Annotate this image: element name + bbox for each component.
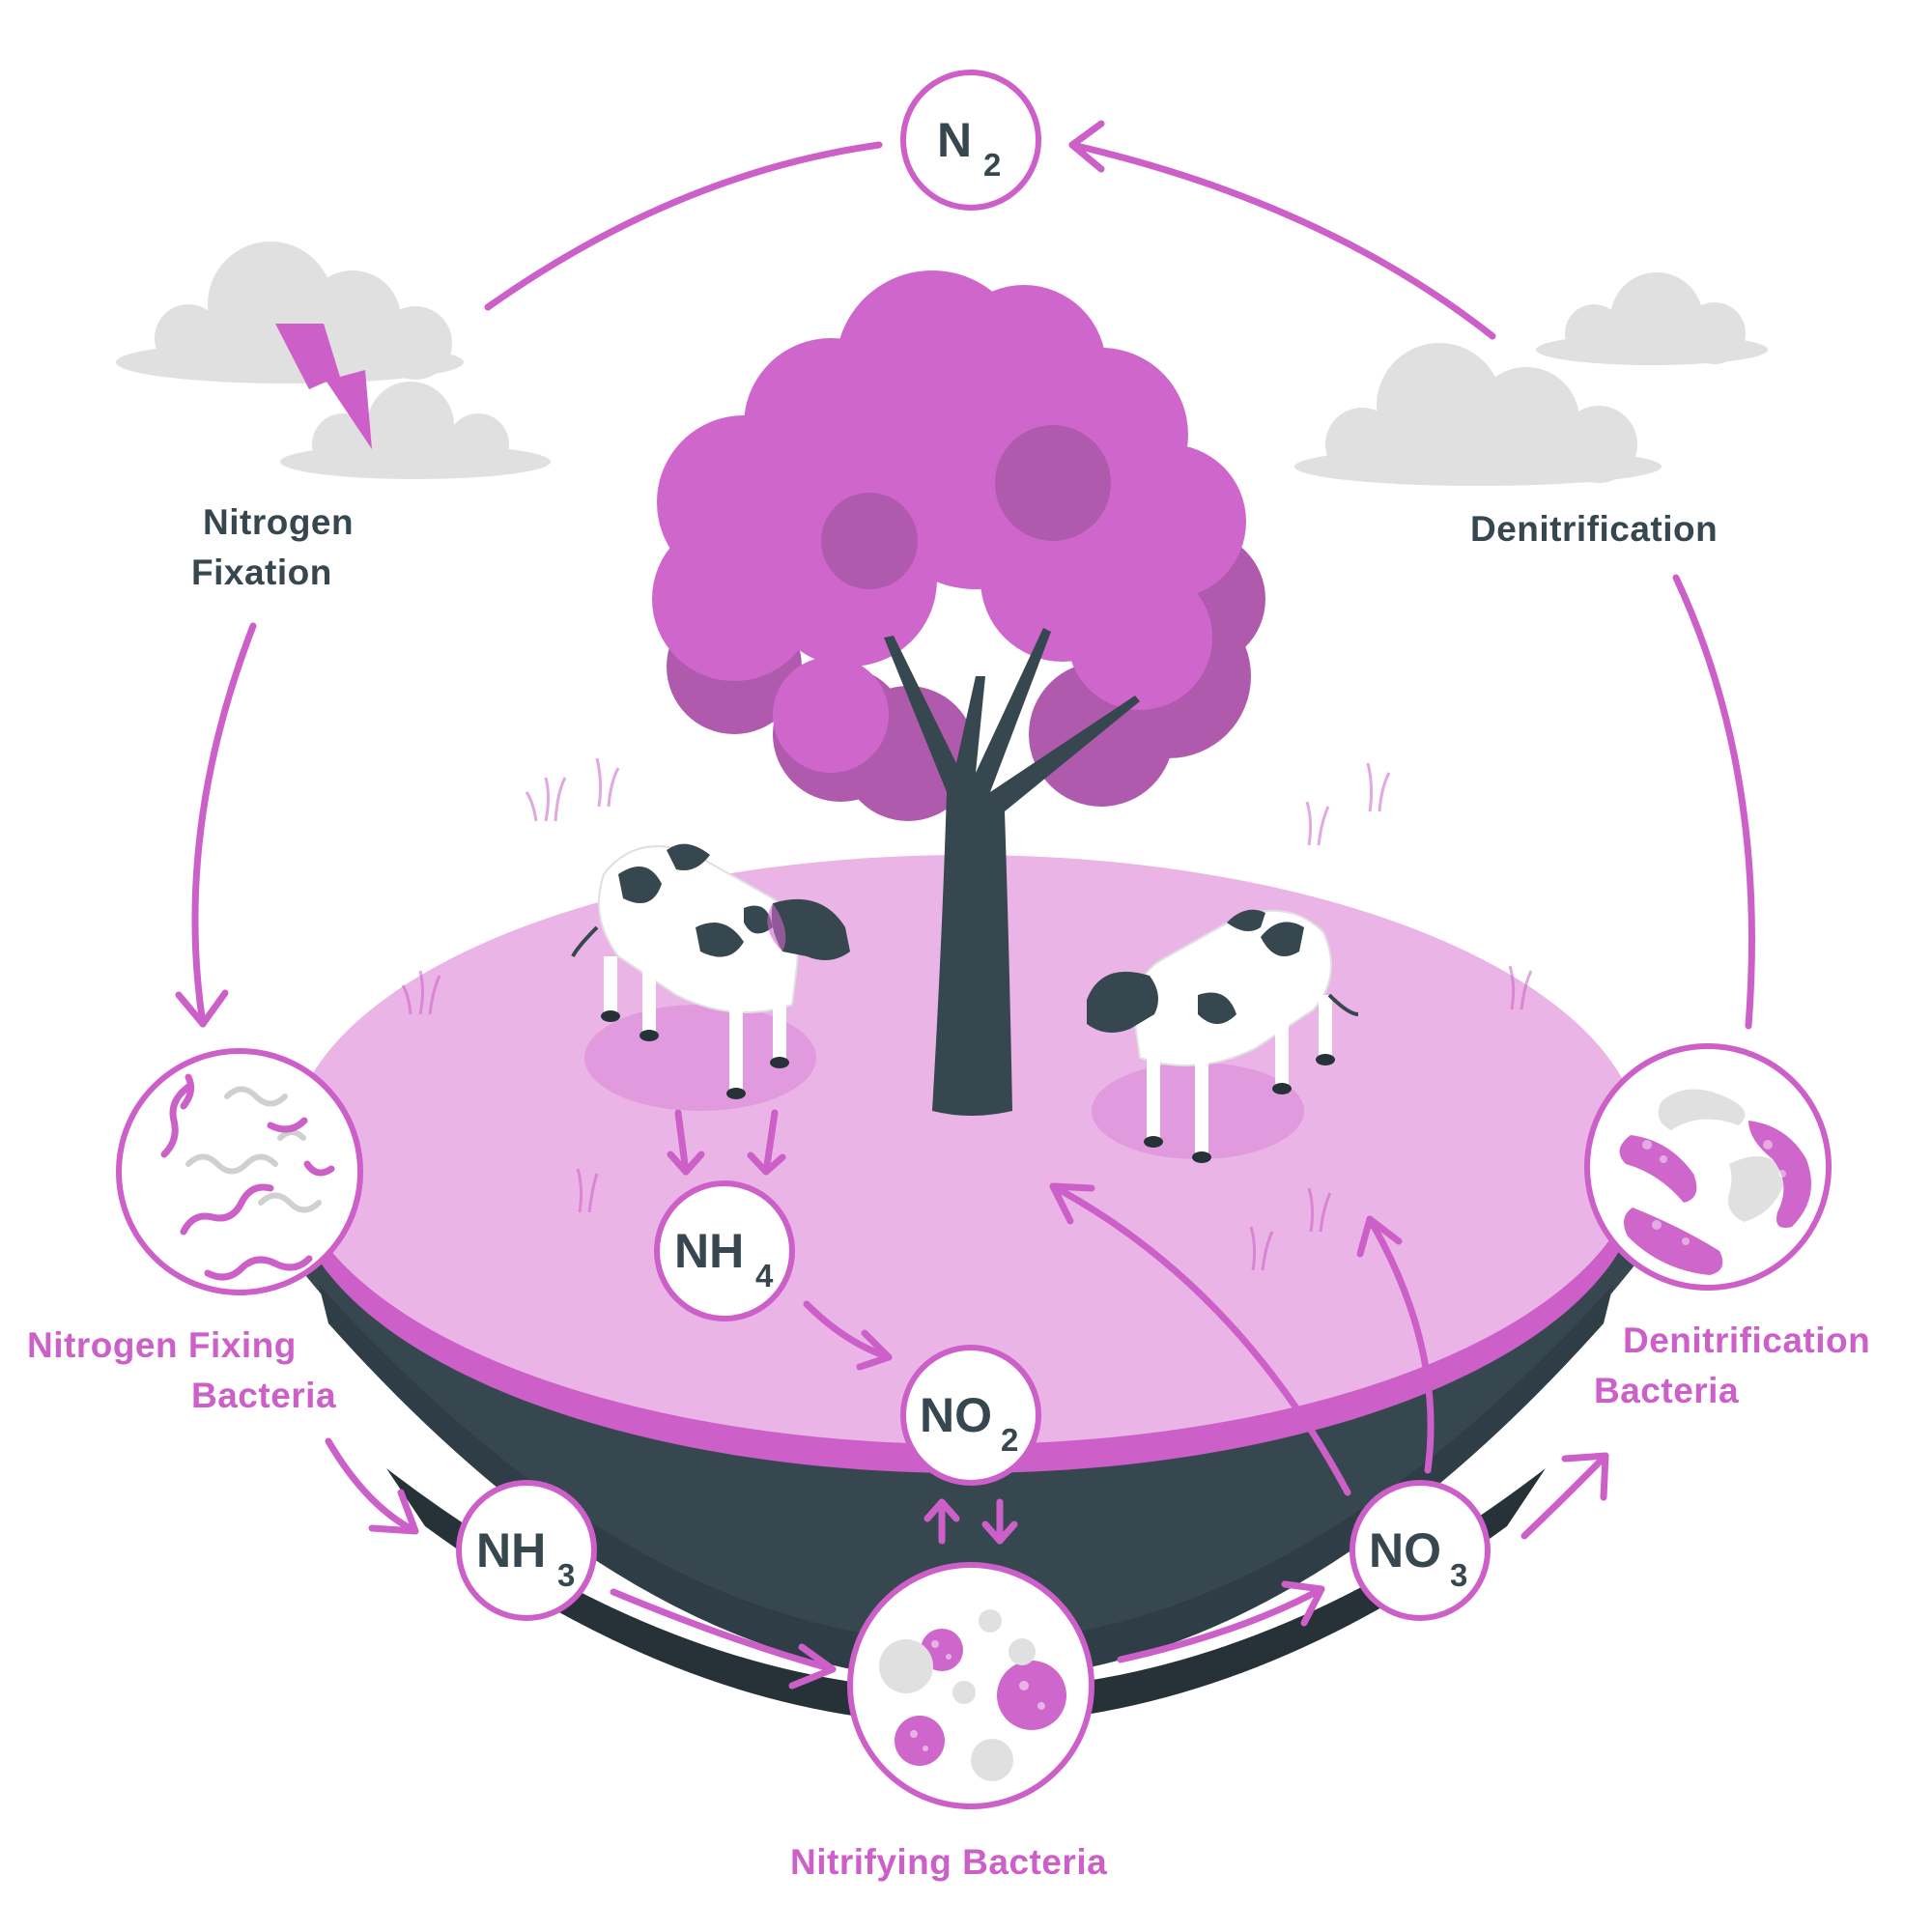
denitrification-label: Denitrification (1470, 509, 1718, 549)
arrow-cow-down-2 (762, 1109, 779, 1176)
no2-subscript: 2 (1001, 1422, 1018, 1458)
no3-subscript: 3 (1450, 1557, 1467, 1593)
nitrifying-bacteria-icon (847, 1562, 1094, 1809)
arrow-nitrifying-to-no3 (1117, 1585, 1325, 1663)
arrow-no3-up (1366, 1215, 1435, 1474)
node-n2: N 2 (900, 70, 1041, 211)
arrow-nh4-to-no2 (803, 1300, 893, 1361)
no2-symbol: NO (920, 1388, 992, 1442)
n2-symbol: N (937, 113, 972, 167)
grass-tufts (401, 757, 1533, 1271)
nitrogen-fixing-bacteria-label-line1: Nitrogen Fixing (27, 1325, 297, 1365)
arrow-no3-to-denitrification-bacteria (1520, 1452, 1609, 1540)
nitrogen-fixation-label-line2: Fixation (191, 553, 332, 592)
node-nh3: NH 3 (456, 1480, 597, 1621)
arrow-bacteria-to-denitrification (1672, 574, 1755, 1030)
cow-icon (1087, 909, 1359, 1163)
n2-subscript: 2 (983, 147, 1001, 183)
tree-icon (652, 270, 1265, 1116)
arrow-n2-left (484, 141, 883, 311)
nitrifying-bacteria-label: Nitrifying Bacteria (790, 1842, 1107, 1882)
arrow-fixation-to-bacteria (191, 622, 257, 1028)
nh3-subscript: 3 (557, 1557, 575, 1593)
nh4-subscript: 4 (755, 1258, 774, 1293)
node-no3: NO 3 (1350, 1480, 1491, 1621)
cow-icon (571, 843, 850, 1111)
arrow-bacteria-to-nh3 (325, 1437, 419, 1535)
arrow-nh3-to-nitrifying (610, 1588, 837, 1673)
nh3-symbol: NH (476, 1523, 546, 1577)
arrow-no3-to-ground (1049, 1182, 1351, 1496)
denitrification-bacteria-icon (1584, 1043, 1832, 1291)
node-no2: NO 2 (900, 1345, 1041, 1486)
cycle-arrows (175, 120, 1755, 1690)
no3-symbol: NO (1369, 1523, 1441, 1577)
lightning-bolt-icon (275, 324, 372, 449)
cloud-icon (1294, 272, 1768, 486)
nitrogen-fixation-label-line1: Nitrogen (203, 502, 354, 542)
nh4-symbol: NH (674, 1224, 744, 1278)
node-nh4: NH 4 (654, 1180, 795, 1321)
denitrification-bacteria-label-line1: Denitrification (1623, 1321, 1870, 1360)
denitrification-bacteria-label-line2: Bacteria (1594, 1371, 1739, 1410)
arrow-cow-down-1 (674, 1109, 690, 1176)
arrow-denitrification-to-n2 (1068, 141, 1496, 340)
nitrogen-fixing-bacteria-label-line2: Bacteria (191, 1376, 336, 1415)
nitrogen-fixing-bacteria-icon (116, 1048, 363, 1295)
